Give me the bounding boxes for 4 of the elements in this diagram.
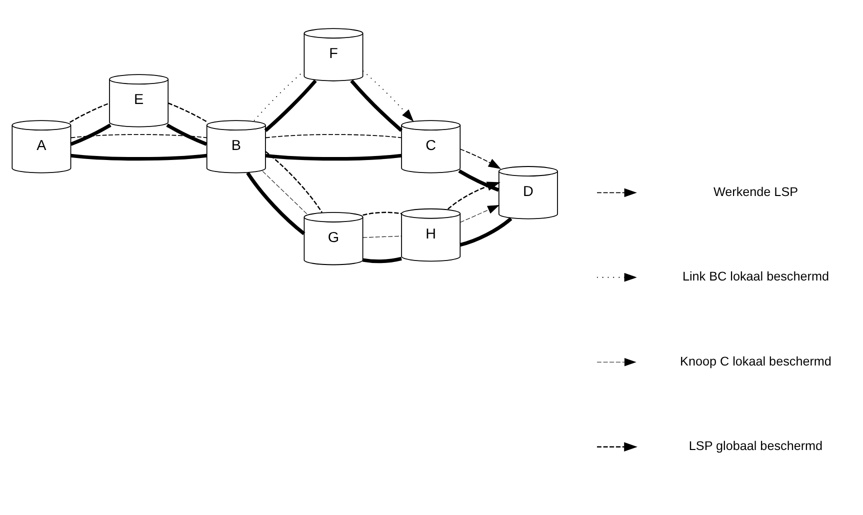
legend-label: LSP globaal beschermd: [688, 438, 823, 453]
legend-label: Link BC lokaal beschermd: [682, 269, 829, 284]
legend-label: Knoop C lokaal beschermd: [680, 354, 832, 368]
legend-label: Werkende LSP: [713, 184, 798, 198]
